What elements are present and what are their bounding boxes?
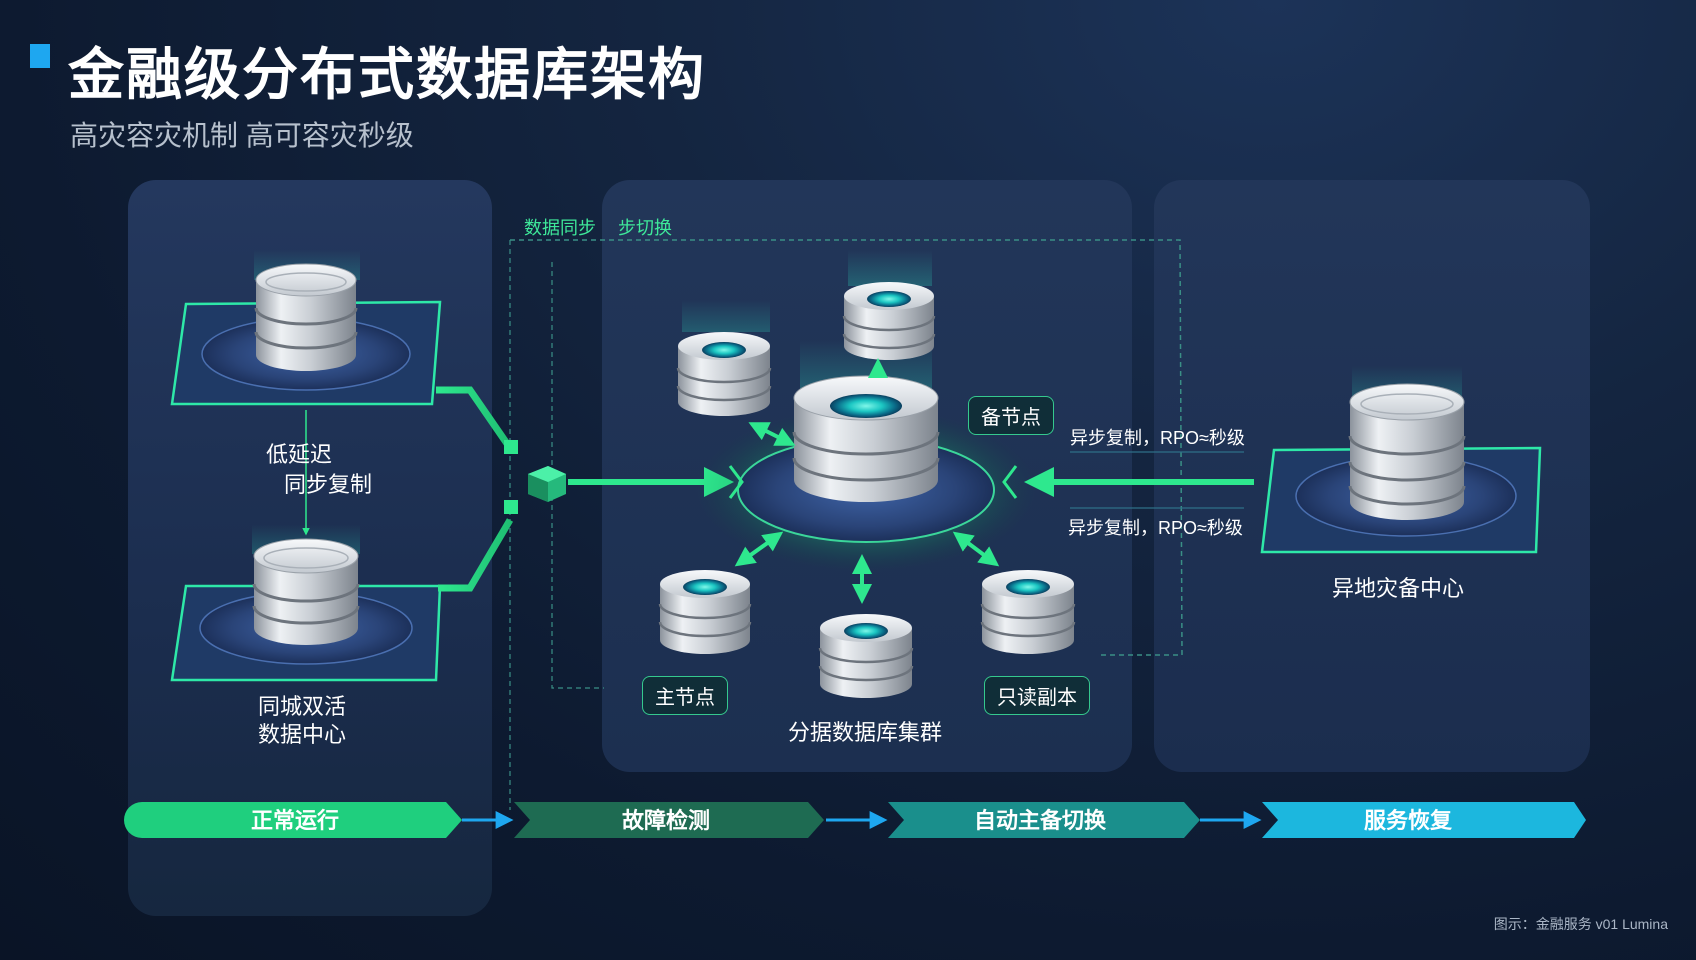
- flow-step-4-label: 服务恢复: [1364, 808, 1453, 833]
- process-flow: 正常运行 故障检测 自动主备切换 服务恢复: [124, 802, 1586, 838]
- flow-step-3: [888, 802, 1200, 838]
- sync-label-line2: 同步复制: [284, 472, 373, 497]
- same-city-db-bottom: [170, 524, 442, 682]
- flow-step-2: [514, 802, 824, 838]
- primary-node-tag: 主节点: [642, 676, 728, 715]
- flow-step-2-label: 故障检测: [622, 808, 710, 833]
- step-switch-label: 步切换: [618, 218, 672, 238]
- sync-hub-cube: [528, 466, 566, 502]
- flow-step-1-label: 正常运行: [251, 808, 339, 833]
- standby-node-tag: 备节点: [968, 396, 1054, 435]
- arrow-bottom-right-node: [952, 531, 1000, 567]
- async-note-bottom: 异步复制，RPO≈秒级: [1068, 518, 1243, 538]
- db-top-link: [436, 386, 513, 450]
- chevron-left-icon: [728, 465, 744, 499]
- chevron-right-icon: [1002, 465, 1018, 499]
- link-node-top: [504, 440, 518, 454]
- same-city-label-line2: 数据中心: [258, 722, 347, 747]
- db-bottom-link: [438, 518, 514, 592]
- footer-caption: 图示：金融服务 v01 Lumina: [1493, 916, 1668, 932]
- page-subtitle: 高灾容灾机制 高可容灾秒级: [70, 120, 414, 151]
- node-db-bottom-left: [658, 570, 752, 654]
- same-city-label-line1: 同城双活: [258, 694, 347, 719]
- same-city-db-top: [170, 250, 442, 406]
- node-db-top: [842, 250, 936, 360]
- arrow-bottom-left-node: [734, 531, 784, 567]
- node-db-top-left: [676, 300, 772, 416]
- async-note-top: 异步复制，RPO≈秒级: [1070, 428, 1245, 448]
- inner-dashed-line: [551, 262, 604, 689]
- cluster-core-db: [792, 340, 940, 502]
- data-sync-label: 数据同步: [524, 218, 596, 238]
- remote-dr-db: [1260, 366, 1542, 554]
- arrow-top-left-node: [748, 422, 796, 446]
- cluster-label: 分据数据库集群: [788, 720, 943, 745]
- flow-step-1: [124, 802, 462, 838]
- page-title: 金融级分布式数据库架构: [68, 43, 706, 106]
- sync-label-line1: 低延迟: [266, 442, 333, 467]
- link-node-bottom: [504, 500, 518, 514]
- node-db-bottom: [818, 614, 914, 698]
- node-db-bottom-right: [980, 570, 1076, 654]
- remote-dr-label: 异地灾备中心: [1332, 576, 1465, 601]
- flow-step-4: [1262, 802, 1586, 838]
- flow-step-3-label: 自动主备切换: [974, 808, 1107, 833]
- read-replica-tag: 只读副本: [984, 676, 1090, 715]
- cluster-dashed-boundary: [510, 239, 1183, 656]
- title-accent-bar: [30, 44, 50, 68]
